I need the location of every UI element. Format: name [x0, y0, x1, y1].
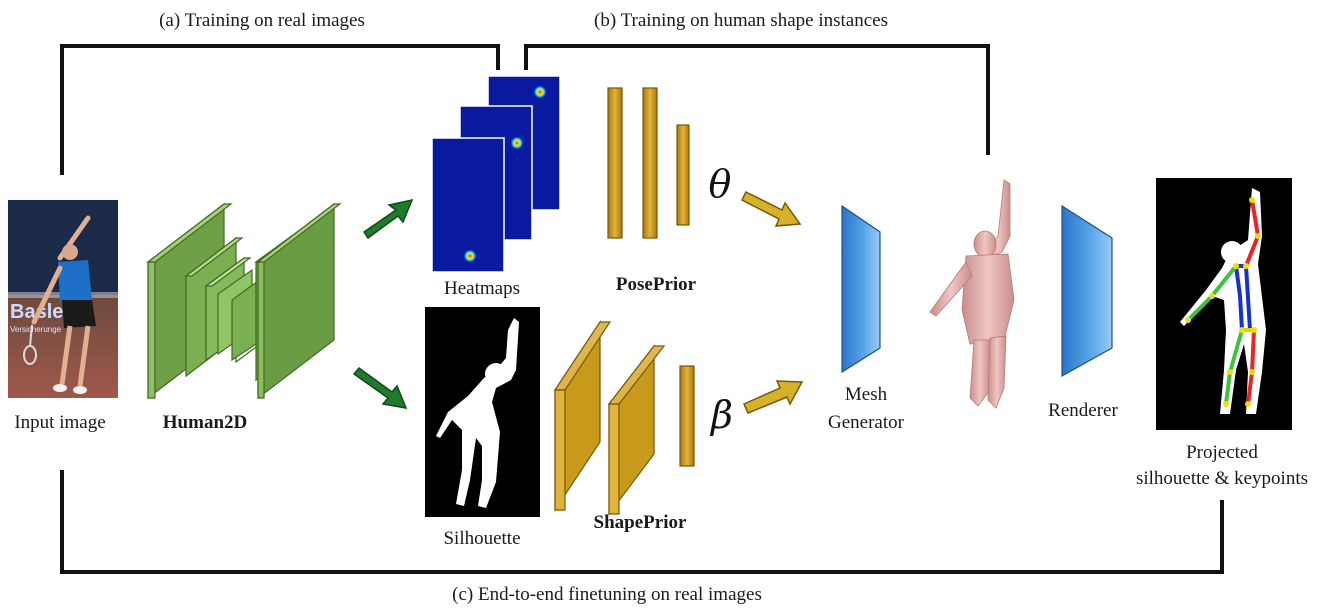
- shape-prior-network: [553, 320, 695, 516]
- renderer-label: Renderer: [1048, 400, 1118, 421]
- caption-c: (c) End-to-end finetuning on real images: [452, 584, 762, 605]
- caption-a: (a) Training on real images: [159, 10, 365, 31]
- input-image: Basle Versicherunge: [8, 200, 118, 398]
- renderer-block: [1061, 204, 1113, 378]
- arrow-theta-to-mesh: [740, 190, 802, 227]
- silhouette-label: Silhouette: [443, 528, 520, 549]
- projected-output-image: [1156, 178, 1292, 430]
- mesh-generator-label-2: Generator: [828, 412, 905, 433]
- mesh-generator-block: [841, 204, 881, 374]
- bracket-shape-instances: [524, 44, 990, 155]
- shape-prior-label: ShapePrior: [594, 512, 687, 533]
- human2d-network: [146, 202, 342, 400]
- caption-b: (b) Training on human shape instances: [594, 10, 888, 31]
- arrow-to-silhouette: [352, 366, 408, 409]
- arrow-beta-to-mesh: [743, 380, 804, 414]
- bracket-real-images: [60, 44, 500, 175]
- beta-symbol: β: [709, 393, 733, 437]
- pose-prior-label: PosePrior: [616, 274, 697, 295]
- input-photo-sub: Versicherunge: [10, 325, 62, 334]
- theta-symbol: θ: [709, 162, 732, 206]
- mesh-generator-label-1: Mesh: [845, 384, 888, 405]
- projected-label-1: Projected: [1186, 442, 1258, 463]
- bracket-end-to-end: [60, 470, 1224, 574]
- projected-label-2: silhouette & keypoints: [1136, 468, 1308, 489]
- input-image-label: Input image: [14, 412, 105, 433]
- heatmaps-label: Heatmaps: [444, 278, 520, 299]
- heatmaps-stack: [431, 75, 561, 273]
- silhouette-image: [425, 307, 540, 517]
- pose-prior-network: [607, 87, 690, 239]
- human2d-label: Human2D: [163, 412, 247, 433]
- human-mesh-render: [929, 179, 1015, 409]
- arrow-to-heatmaps: [362, 198, 414, 240]
